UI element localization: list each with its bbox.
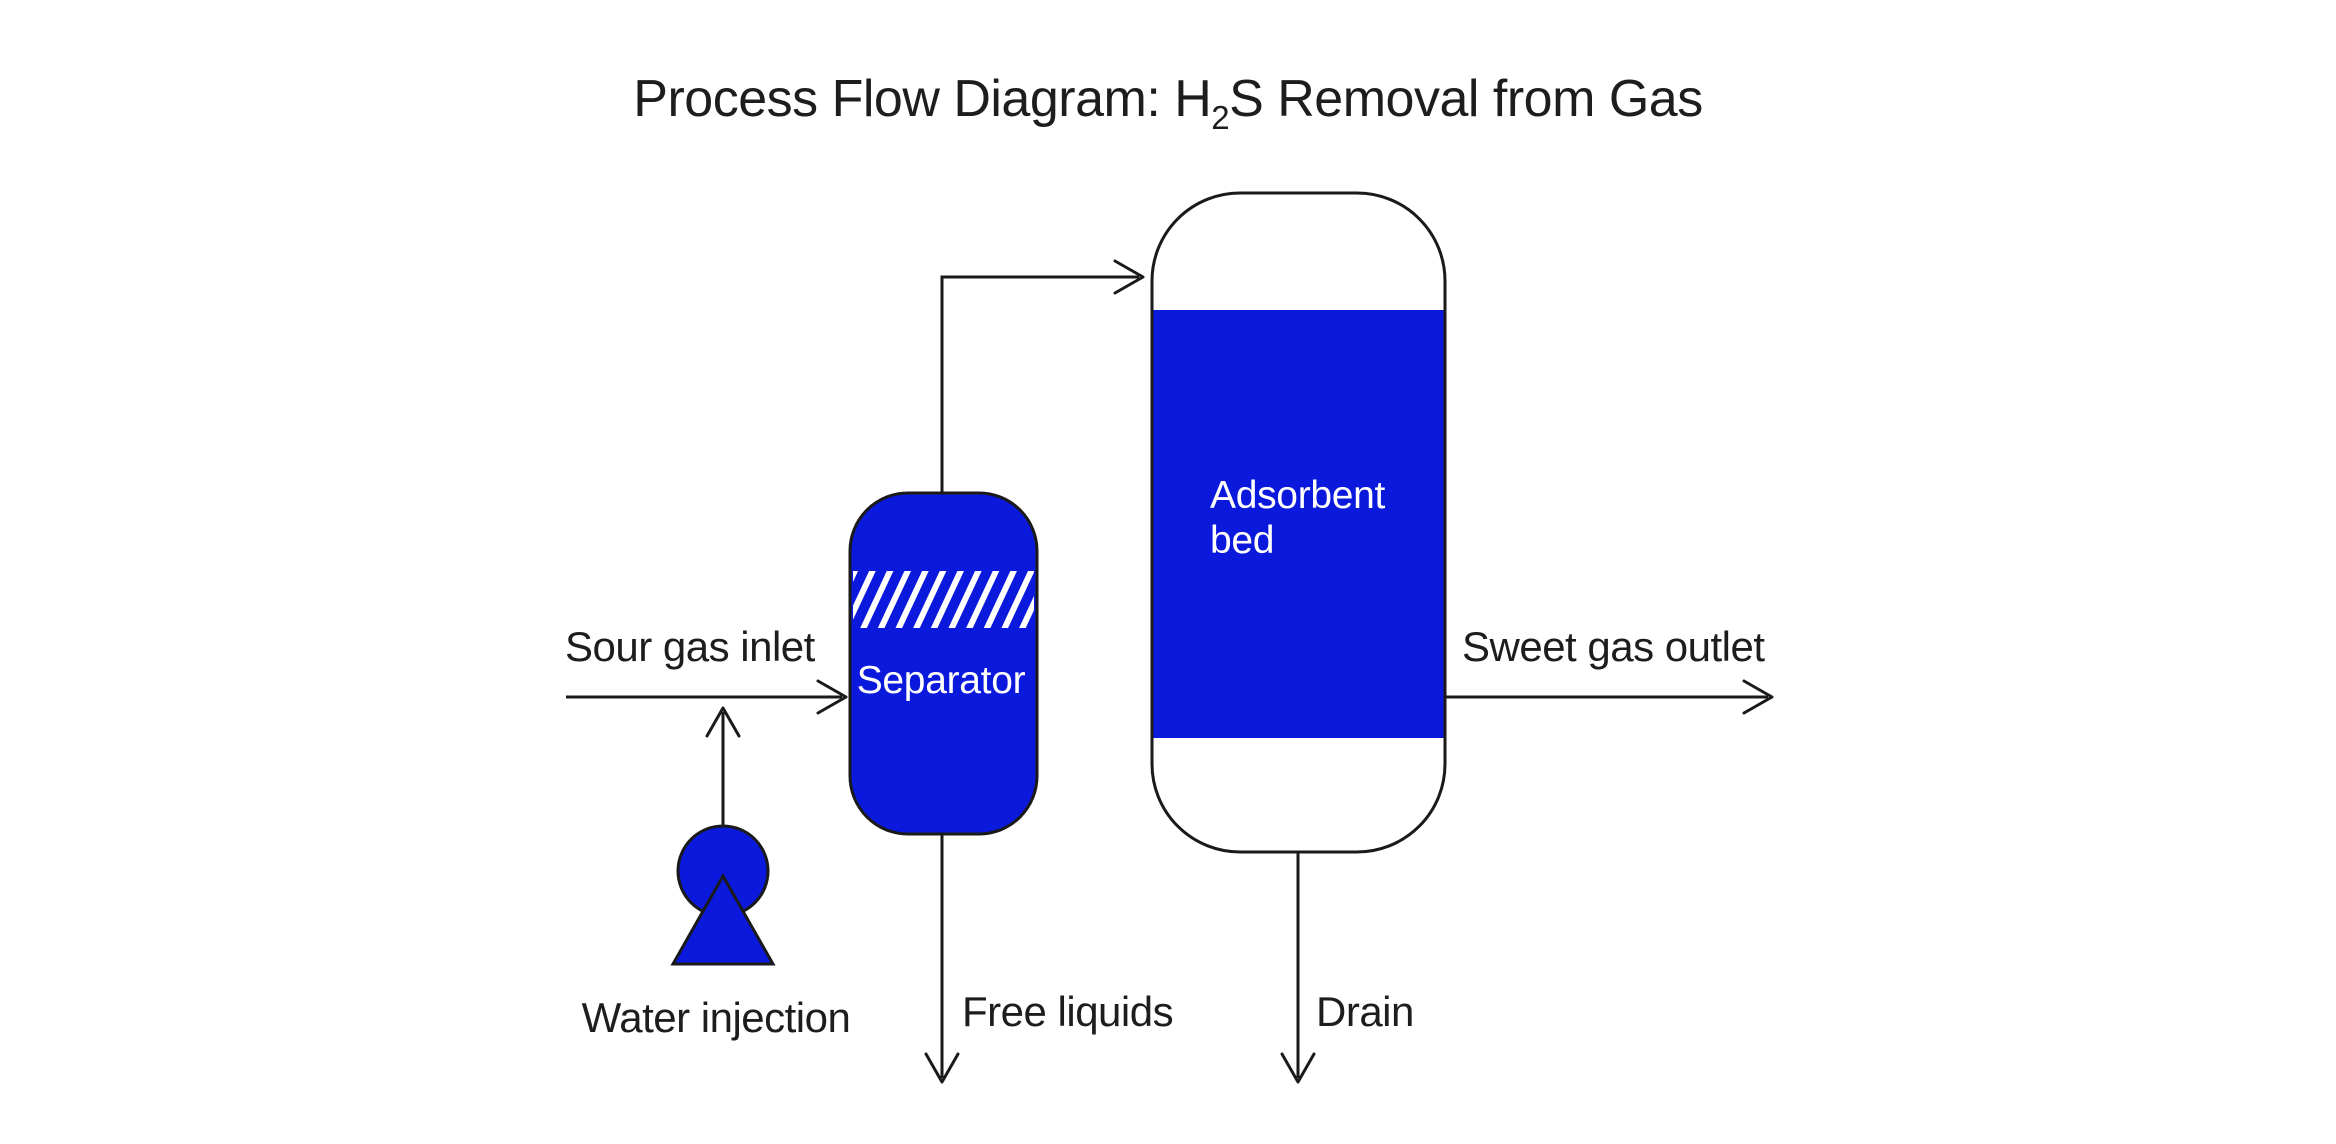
sour-gas-arrowhead-icon <box>816 679 848 715</box>
overhead-connector-line <box>940 275 1139 494</box>
adsorber-bed <box>1153 310 1444 738</box>
free-liquids-label: Free liquids <box>962 988 1173 1035</box>
overhead-arrowhead-icon <box>1113 259 1145 295</box>
drain-arrowhead-icon <box>1280 1052 1316 1084</box>
adsorber-outline <box>1150 191 1447 854</box>
sweet-gas-outlet-label: Sweet gas outlet <box>1462 623 1765 670</box>
separator-vessel: Separator <box>848 491 1039 836</box>
separator-to-adsorber-stream <box>940 259 1145 494</box>
water-injection-pump-icon: Water injection <box>582 706 851 1041</box>
drain-label: Drain <box>1316 988 1414 1035</box>
sour-gas-stream: Sour gas inlet <box>565 623 848 715</box>
sweet-gas-arrowhead-icon <box>1742 679 1774 715</box>
adsorber-label-line1: Adsorbent <box>1210 474 1386 517</box>
separator-demister-hatch-band <box>853 571 1034 628</box>
free-liquids-stream: Free liquids <box>924 834 1174 1084</box>
water-injection-arrowhead-icon <box>705 706 741 738</box>
adsorber-label-line2: bed <box>1210 519 1274 562</box>
sour-gas-inlet-label: Sour gas inlet <box>565 623 816 670</box>
sweet-gas-stream: Sweet gas outlet <box>1446 623 1774 715</box>
water-injection-label: Water injection <box>582 994 851 1041</box>
free-liquids-arrowhead-icon <box>924 1052 960 1084</box>
page-title: Process Flow Diagram: H2S Removal from G… <box>633 70 1702 136</box>
adsorber-vessel: Adsorbent bed <box>1150 191 1447 854</box>
pump-base-icon <box>670 872 776 966</box>
separator-label: Separator <box>857 659 1026 702</box>
drain-stream: Drain <box>1280 853 1414 1084</box>
